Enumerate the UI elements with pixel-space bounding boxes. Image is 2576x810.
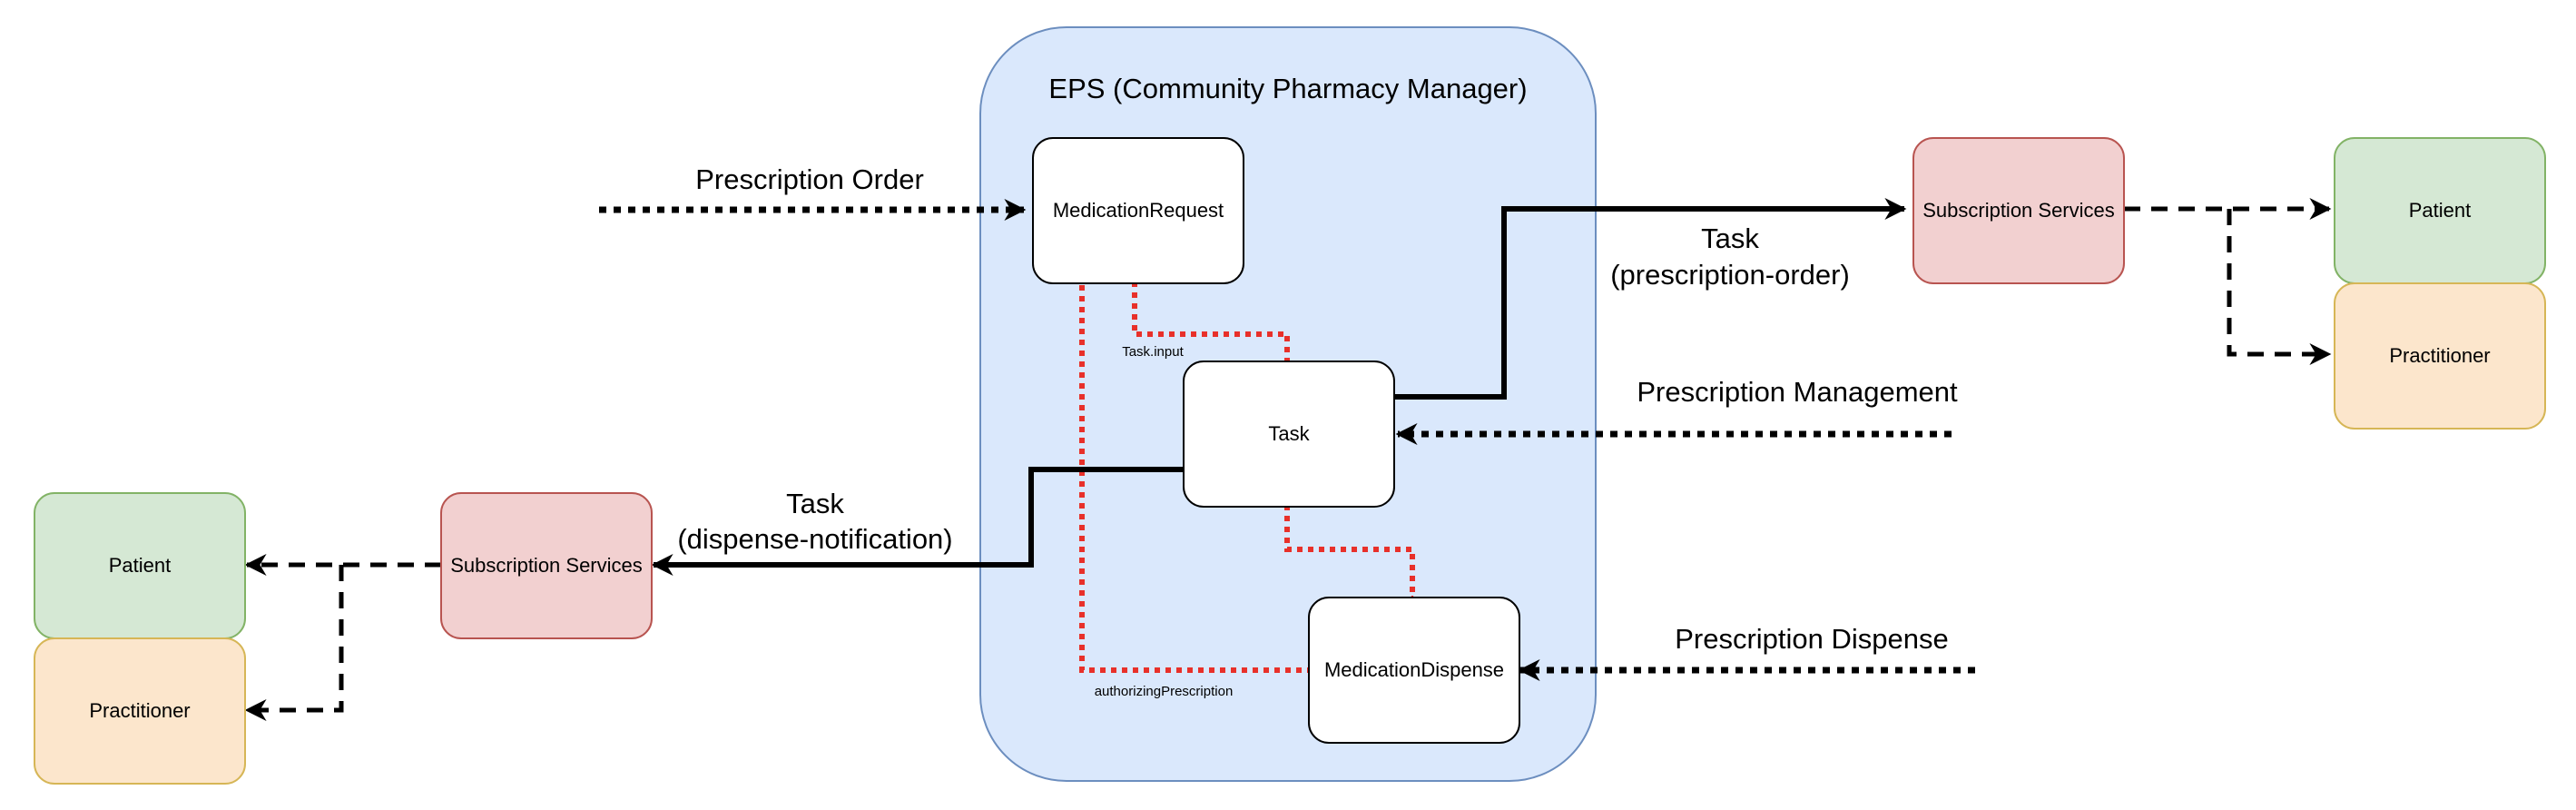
task-node: Task xyxy=(1183,361,1395,508)
practitioner-left-label: Practitioner xyxy=(89,699,190,722)
patient-left-label: Patient xyxy=(109,554,172,577)
prescription-management-label: Prescription Management xyxy=(1637,376,1958,408)
task-prescription-order-edge xyxy=(1394,198,1907,400)
task-input-label: Task.input xyxy=(1122,344,1184,360)
medication-request-node: MedicationRequest xyxy=(1032,137,1244,284)
subscription-notifications xyxy=(244,198,2332,721)
practitioner-left-node: Practitioner xyxy=(34,637,246,785)
notify-practitioner-right xyxy=(2227,209,2332,365)
practitioner-right-label: Practitioner xyxy=(2389,344,2490,367)
subscription-services-left-node: Subscription Services xyxy=(440,492,653,639)
patient-left-node: Patient xyxy=(34,492,246,639)
authorizing-prescription-link xyxy=(1079,285,1309,670)
practitioner-right-node: Practitioner xyxy=(2334,282,2546,430)
task-prescription-order-label-2: (prescription-order) xyxy=(1610,259,1850,291)
task-label: Task xyxy=(1268,422,1310,445)
notify-practitioner-left xyxy=(244,565,344,721)
reference-links xyxy=(1079,283,1412,670)
authorizing-prescription-label: authorizingPrescription xyxy=(1095,684,1234,699)
prescription-dispense-label: Prescription Dispense xyxy=(1675,623,1949,655)
task-prescription-order-label-1: Task xyxy=(1701,222,1759,254)
task-dispense-notification-label-1: Task xyxy=(786,488,844,519)
task-input-link xyxy=(1135,283,1290,363)
subscription-services-right-node: Subscription Services xyxy=(1912,137,2125,284)
medication-dispense-node: MedicationDispense xyxy=(1308,597,1520,744)
patient-right-node: Patient xyxy=(2334,137,2546,284)
container-title: EPS (Community Pharmacy Manager) xyxy=(1048,73,1527,104)
subscription-services-left-label: Subscription Services xyxy=(450,554,643,577)
incoming-flows xyxy=(599,199,1975,681)
task-flows xyxy=(651,198,1907,576)
task-dispense-notification-label-2: (dispense-notification) xyxy=(677,523,952,555)
subscription-services-right-label: Subscription Services xyxy=(1922,199,2115,222)
medication-request-label: MedicationRequest xyxy=(1053,199,1224,222)
task-to-dispense-link xyxy=(1284,505,1412,598)
medication-dispense-label: MedicationDispense xyxy=(1324,658,1504,681)
patient-right-label: Patient xyxy=(2409,199,2472,222)
prescription-order-label: Prescription Order xyxy=(695,163,924,195)
task-dispense-notification-edge xyxy=(651,467,1184,576)
